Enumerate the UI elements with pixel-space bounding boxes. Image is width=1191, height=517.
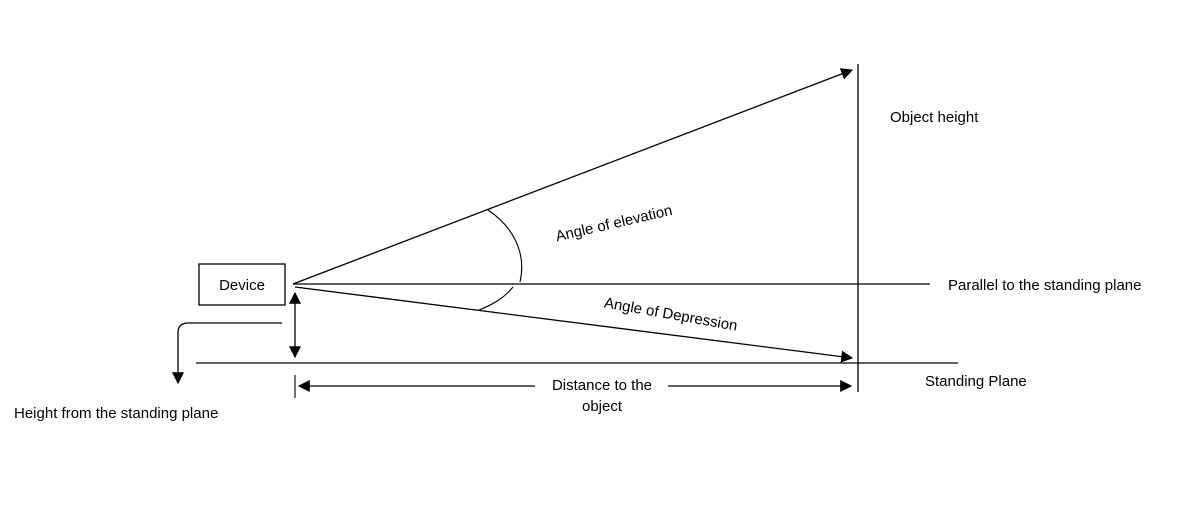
elevation-sight-line bbox=[292, 68, 854, 285]
distance-label-line2: object bbox=[582, 398, 623, 415]
device-box bbox=[198, 263, 286, 306]
standing-plane-label: Standing Plane bbox=[925, 373, 1027, 390]
height-label: Height from the standing plane bbox=[14, 405, 218, 422]
elevation-angle-arc bbox=[487, 209, 523, 283]
device-label: Device bbox=[219, 277, 265, 294]
angle-elevation-label: Angle of elevation bbox=[554, 202, 674, 245]
depression-sight-line bbox=[294, 286, 854, 363]
object-height-label: Object height bbox=[890, 109, 979, 126]
depression-angle-arc bbox=[478, 286, 514, 311]
parallel-label: Parallel to the standing plane bbox=[948, 277, 1141, 294]
distance-label-line1: Distance to the bbox=[552, 377, 652, 394]
height-pointer-line bbox=[172, 322, 282, 385]
